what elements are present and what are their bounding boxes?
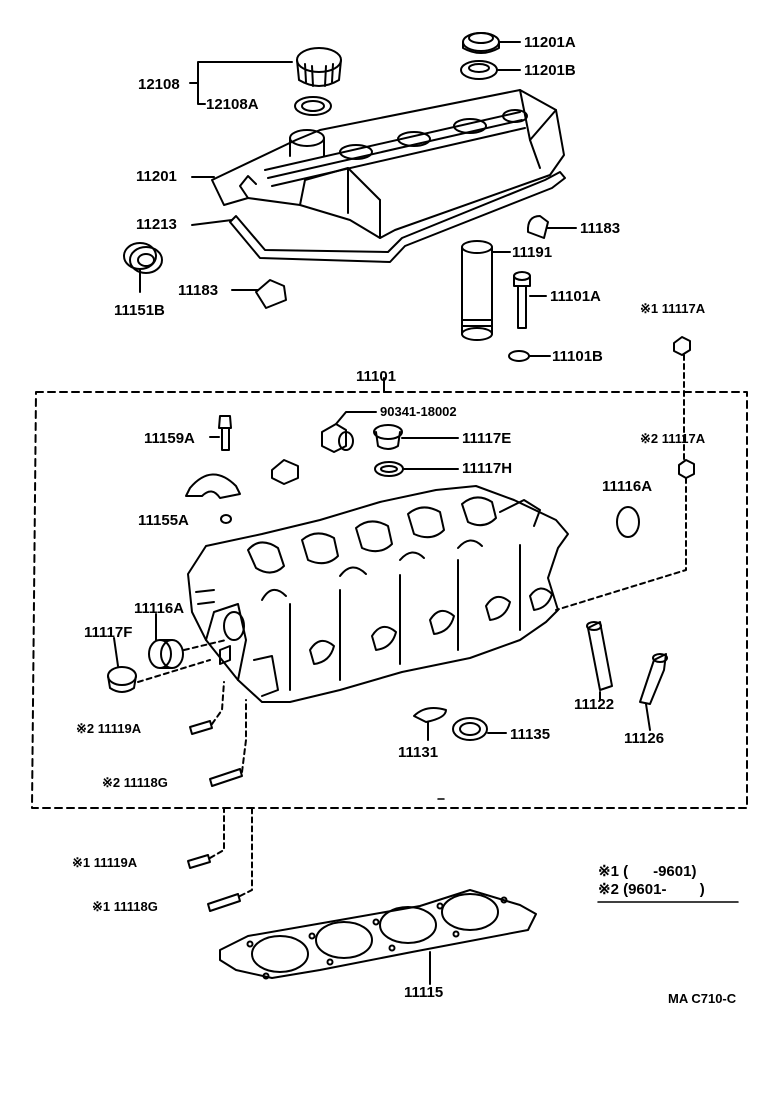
label-11101b: 11101B	[552, 348, 603, 365]
plug-11117a-lower-drawing	[678, 459, 695, 479]
label-12108: 12108	[138, 76, 180, 93]
label-11122: 11122	[574, 696, 615, 713]
diagram-code: MA C710-C	[668, 991, 737, 1006]
camshaft-oil-seal-drawing	[123, 242, 163, 293]
label-11183-right: 11183	[580, 220, 621, 237]
half-moon-plug-right-drawing	[526, 215, 577, 239]
gasket-11117h-drawing	[374, 461, 459, 477]
label-11155a: 11155A	[138, 512, 189, 529]
seal-11131-drawing	[413, 707, 447, 741]
seal-11135-drawing	[452, 717, 507, 741]
plug-90341-drawing	[321, 411, 377, 453]
label-11101: 11101	[356, 368, 397, 385]
label-11117e: 11117E	[462, 430, 512, 447]
label-11131: 11131	[398, 744, 439, 761]
expansion-plug-left-drawing	[148, 613, 184, 669]
label-11201: 11201	[136, 168, 177, 185]
label-1-11117a: ※1 11117A	[640, 301, 706, 316]
plug-11117f-drawing	[107, 637, 137, 693]
bolt-11159a-drawing	[209, 415, 232, 451]
cylinder-head-subassembly-frame	[31, 391, 748, 809]
label-2-11119a: ※2 11119A	[76, 721, 142, 736]
straight-pin-lower-drawing	[187, 854, 211, 869]
label-11135: 11135	[510, 726, 551, 743]
label-11116a-right: 11116A	[602, 478, 653, 495]
label-11115: 11115	[404, 984, 444, 1001]
bolt-washer-drawing	[508, 350, 551, 362]
label-11213: 11213	[136, 216, 177, 233]
label-11151b: 11151B	[114, 302, 165, 319]
valve-guide-11126-drawing	[639, 653, 668, 731]
label-11117h: 11117H	[462, 460, 513, 477]
legend-mark-1: ※1	[598, 863, 619, 880]
gasket-11201b-drawing	[460, 60, 521, 80]
oil-cap-gasket-drawing	[462, 32, 521, 54]
label-11101a: 11101A	[550, 288, 601, 305]
legend-range-2: (9601- )	[623, 881, 705, 898]
label-1-11119a: ※1 11119A	[72, 855, 138, 870]
cylinder-head-cover-drawing	[211, 89, 565, 239]
ring-dowel-upper-drawing	[209, 768, 243, 787]
cylinder-head-drawing	[187, 485, 569, 703]
bearing-cap-drawing	[185, 459, 299, 499]
label-12108a: 12108A	[206, 96, 259, 113]
label-11126: 11126	[624, 730, 665, 747]
spark-plug-tube-drawing	[461, 240, 511, 341]
ring-dowel-lower-drawing	[207, 893, 241, 912]
label-1-11118g: ※1 11118G	[92, 899, 158, 914]
label-11191: 11191	[512, 244, 553, 261]
valve-guide-11122-drawing	[586, 621, 613, 701]
label-11116a-left: 11116A	[134, 600, 185, 617]
cylinder-head-gasket-drawing	[219, 889, 537, 985]
label-11183-left: 11183	[178, 282, 219, 299]
half-moon-plug-left-drawing	[231, 279, 287, 309]
legend-range-1: ( -9601)	[623, 863, 697, 880]
label-11201b: 11201B	[524, 62, 576, 79]
label-2-11118g: ※2 11118G	[102, 775, 168, 790]
expansion-plug-right-drawing	[616, 506, 640, 538]
legend-row-1: ※1 ( -9601)	[598, 862, 696, 880]
head-cover-gasket-drawing	[229, 171, 566, 263]
plug-11117e-drawing	[373, 424, 459, 450]
label-11201a: 11201A	[524, 34, 576, 51]
label-90341-18002: 90341-18002	[380, 404, 457, 419]
filler-cap-gasket-drawing	[294, 96, 332, 116]
legend-row-2: ※2 (9601- )	[598, 880, 705, 898]
label-11117f: 11117F	[84, 624, 133, 641]
plug-11117a-upper-drawing	[673, 336, 691, 356]
head-bolt-drawing	[513, 271, 547, 329]
label-2-11117a: ※2 11117A	[640, 431, 706, 446]
straight-pin-upper-drawing	[189, 720, 213, 735]
legend-mark-2: ※2	[598, 881, 619, 898]
oil-filler-cap-drawing	[296, 47, 342, 87]
label-11159a: 11159A	[144, 430, 195, 447]
pin-11155a-drawing	[220, 514, 232, 524]
